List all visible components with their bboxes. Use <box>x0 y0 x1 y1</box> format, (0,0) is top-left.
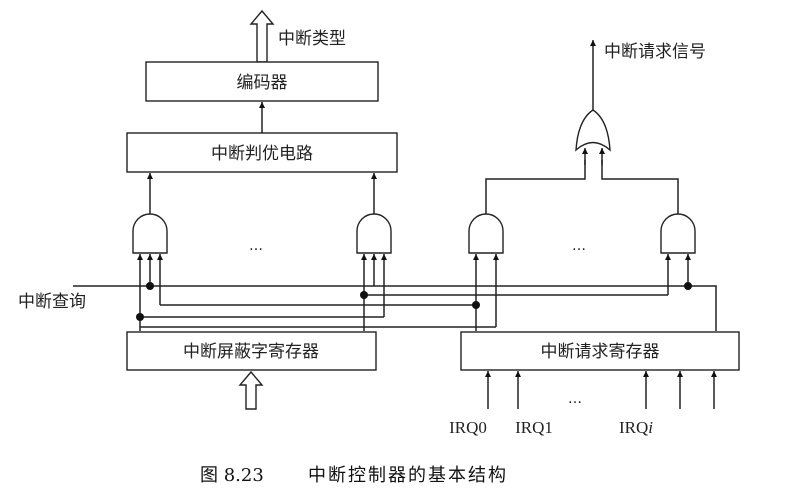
interrupt-query-line <box>73 285 717 331</box>
request-register-block: 中断请求寄存器 <box>460 331 740 371</box>
figure-number: 图 8.23 <box>200 465 264 486</box>
irq-input-arrows <box>485 371 717 409</box>
or-gate <box>575 109 611 152</box>
and-gate-3 <box>468 213 504 254</box>
interrupt-query-label: 中断查询 <box>18 292 86 312</box>
irqi-suffix: i <box>648 418 653 437</box>
gate4-to-or-wire <box>601 160 679 214</box>
mask-input-arrow <box>238 370 264 410</box>
ellipsis-irq: … <box>568 391 582 407</box>
interrupt-request-signal-label: 中断请求信号 <box>604 42 706 62</box>
request-register-label: 中断请求寄存器 <box>541 342 660 362</box>
encoder-block: 编码器 <box>145 61 379 102</box>
interrupt-type-label: 中断类型 <box>278 29 346 49</box>
irqi-label: IRQi <box>619 418 653 437</box>
ellipsis-left-gates: … <box>249 238 263 254</box>
and-gate-4 <box>660 213 696 254</box>
gate-input-arrows <box>137 254 691 331</box>
irq1-label: IRQ1 <box>515 418 553 437</box>
figure-title: 中断控制器的基本结构 <box>308 465 508 486</box>
and-gate-2 <box>356 213 392 254</box>
encoder-label: 编码器 <box>237 73 288 93</box>
priority-circuit-block: 中断判优电路 <box>126 132 398 173</box>
mask-register-label: 中断屏蔽字寄存器 <box>183 342 319 362</box>
priority-circuit-label: 中断判优电路 <box>211 144 313 164</box>
gate3-to-or-wire <box>485 160 586 214</box>
mask-register-block: 中断屏蔽字寄存器 <box>126 331 377 371</box>
irq0-label: IRQ0 <box>449 418 487 437</box>
and-gate-1 <box>132 213 168 254</box>
ellipsis-right-gates: … <box>572 238 586 254</box>
junction-dots <box>136 282 692 321</box>
irqi-prefix: IRQ <box>619 418 648 437</box>
interrupt-type-output-arrow <box>249 9 275 63</box>
